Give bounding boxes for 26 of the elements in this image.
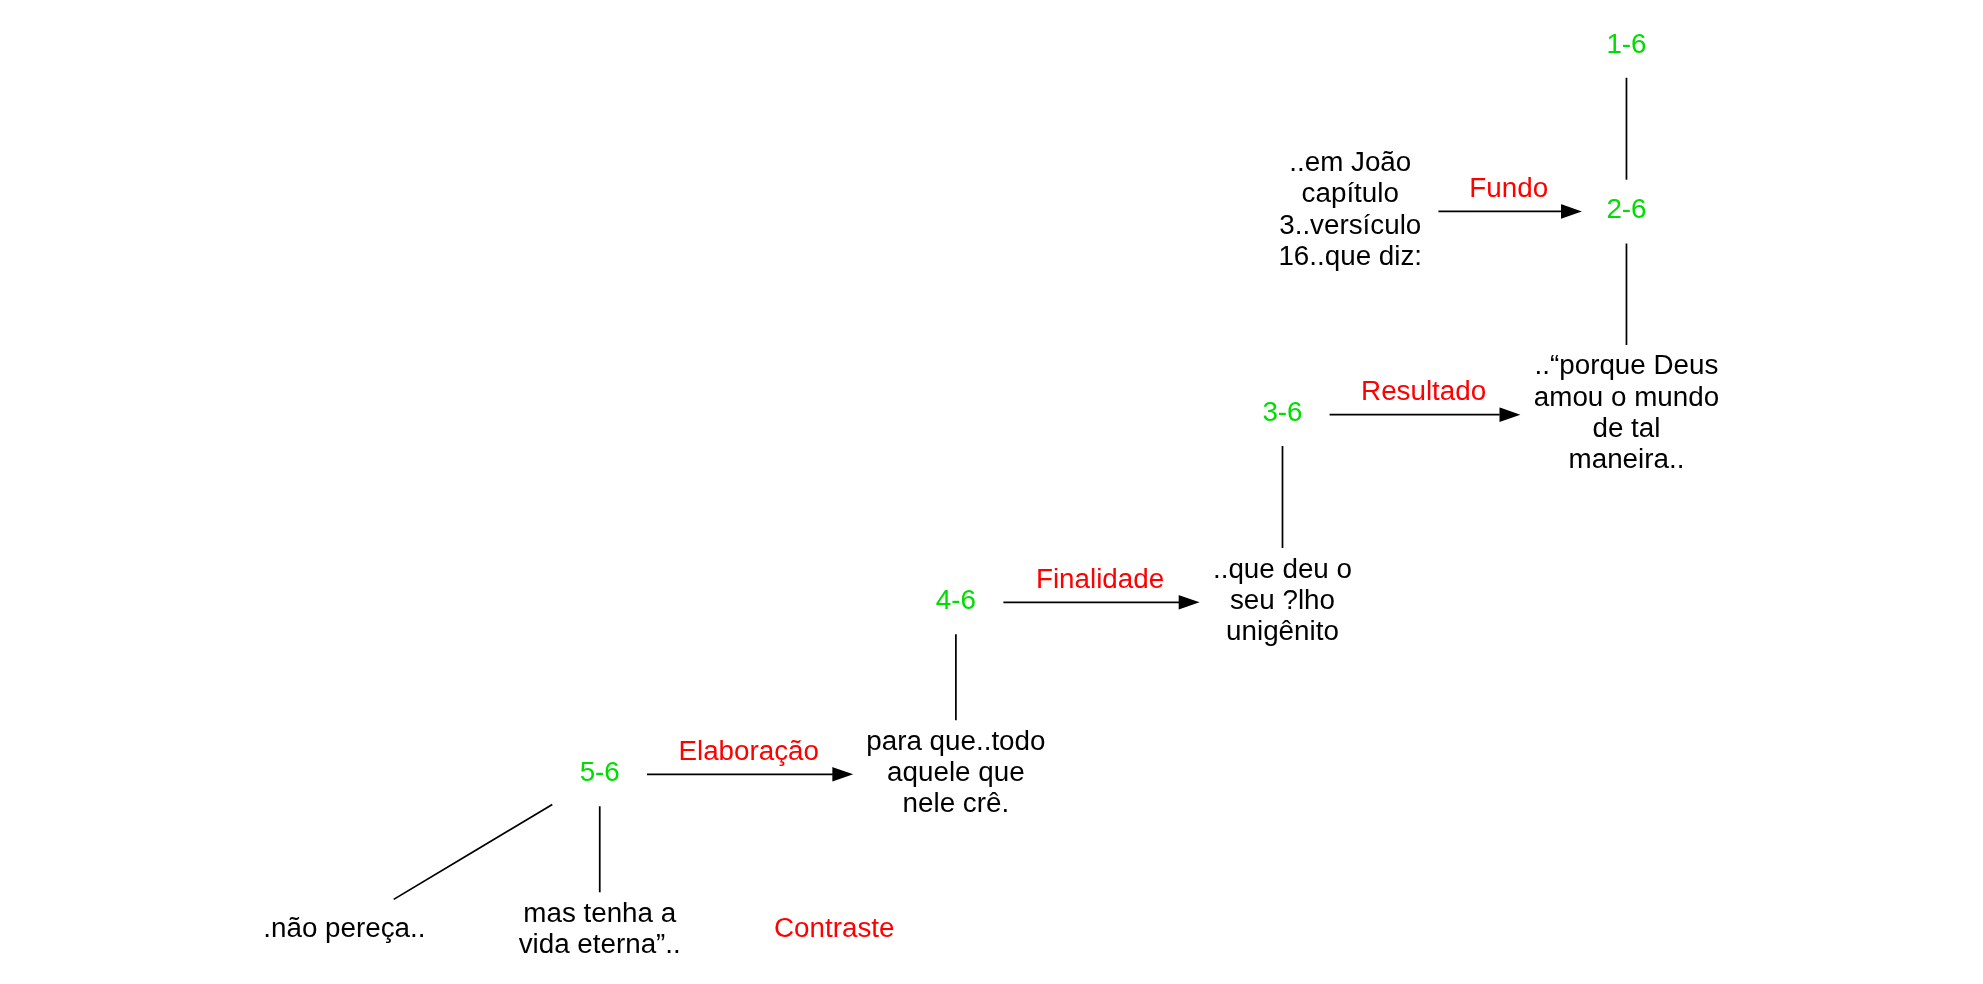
connector (1281, 445, 1284, 549)
connector (1625, 242, 1628, 346)
node-text: 2-6 (1606, 193, 1647, 225)
node-text: mas tenha a vida eterna”.. (518, 896, 681, 959)
node-text: para que..todo aquele que nele crê. (866, 724, 1046, 819)
node-text: 3-6 (1262, 396, 1303, 428)
edge-label: Fundo (1469, 172, 1549, 204)
label: Contraste (774, 912, 895, 944)
edge-label: Resultado (1361, 375, 1487, 407)
node-text: 5-6 (579, 755, 620, 787)
connector (598, 805, 601, 894)
arrow (1328, 407, 1521, 422)
arrow (646, 767, 854, 782)
arrow (1437, 204, 1582, 219)
connector (392, 803, 554, 901)
connector (1625, 76, 1628, 181)
node-text: 1-6 (1606, 27, 1647, 59)
arrow (1002, 595, 1200, 610)
node-text: ..que deu o seu ?lho unigênito (1212, 552, 1353, 647)
edge-label: Elaboração (678, 735, 819, 767)
node-text: .não pereça.. (263, 912, 426, 944)
node-text: ..em João capítulo 3..versículo 16..que diz: (1278, 146, 1423, 271)
connector (955, 633, 957, 722)
node-text: ..“porque Deus amou o mundo de tal maneira.. (1533, 349, 1720, 475)
node-text: 4-6 (935, 583, 976, 615)
edge-label: Finalidade (1035, 563, 1165, 595)
